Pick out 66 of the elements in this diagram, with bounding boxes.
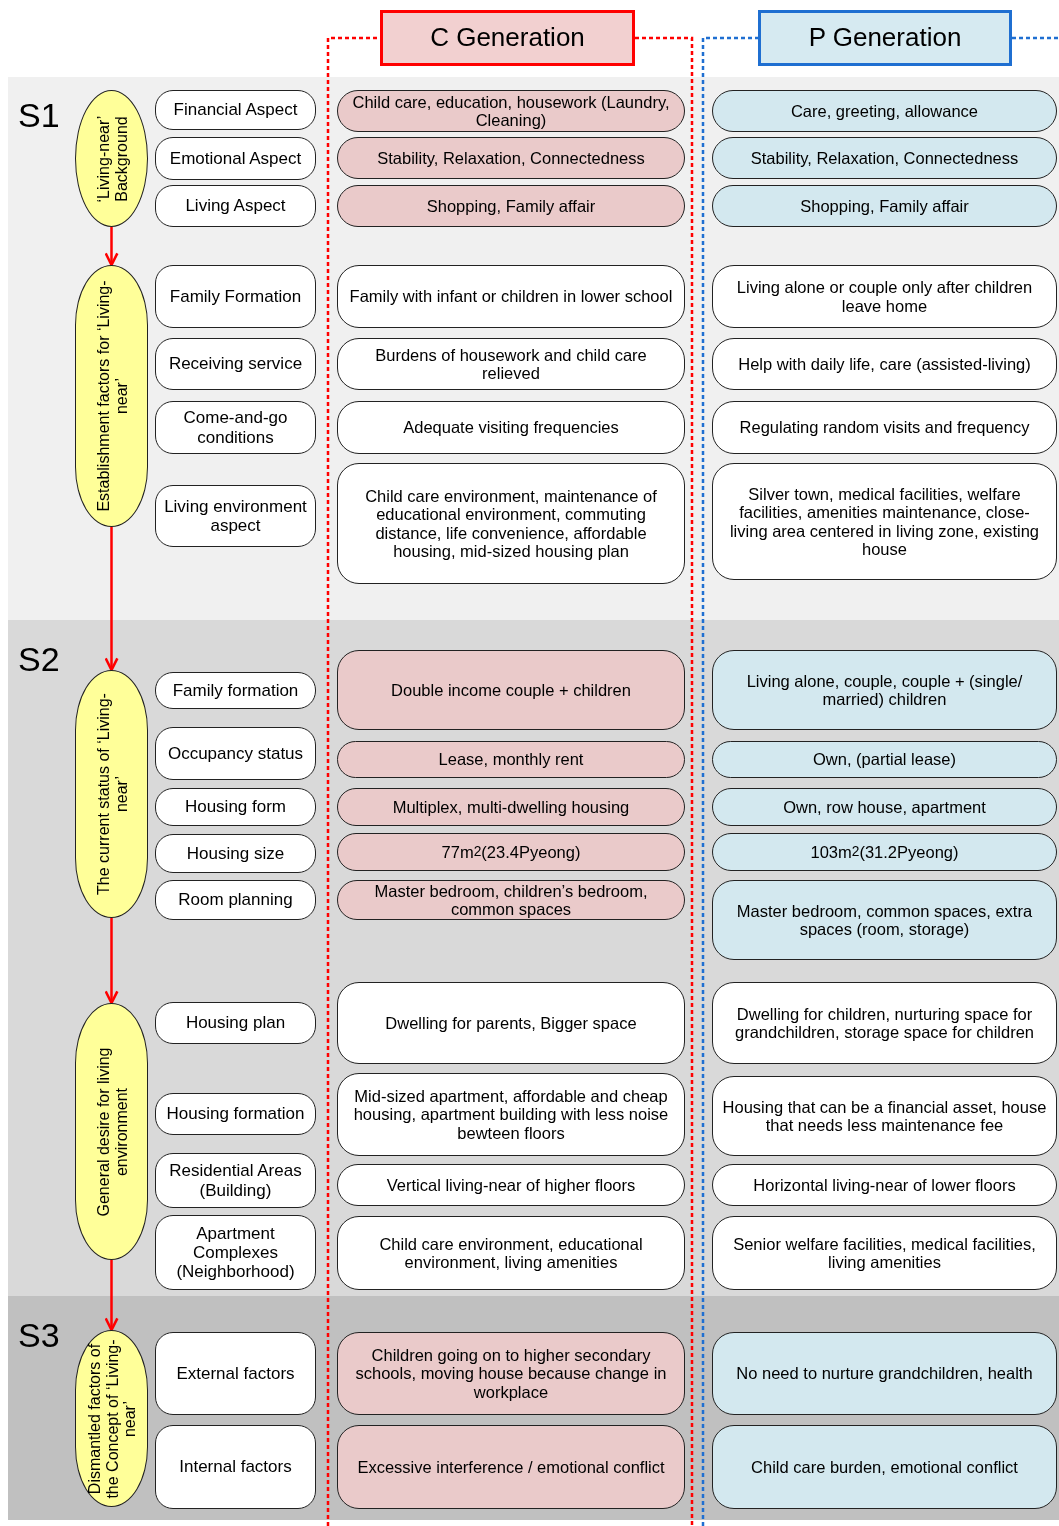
finding-pill: Burdens of housework and child care relieved [337,338,685,390]
stage-label: General desire for living environment [92,1046,130,1218]
finding-pill: Senior welfare facilities, medical facilities, living amenities [712,1216,1057,1290]
aspect-pill: External factors [155,1332,316,1415]
finding-pill: Lease, monthly rent [337,741,685,778]
finding-pill: Excessive interference / emotional conflict [337,1425,685,1509]
finding-pill: Silver town, medical facilities, welfare facilities, amenities maintenance, close-living area centered in living zone, existing house [712,463,1057,580]
stage-label: The current status of ‘Living-near’ [92,692,130,897]
stage-label: Dismantled factors of the Concept of ‘Living-near’ [84,1337,139,1500]
aspect-pill: Receiving service [155,338,316,390]
finding-pill: Living alone, couple, couple + (single/ married) children [712,650,1057,730]
arrow [104,527,119,672]
section-label: S2 [18,642,60,676]
column-header: P Generation [758,10,1012,66]
finding-pill: Dwelling for children, nurturing space for grandchildren, storage space for children [712,982,1057,1064]
finding-pill: Shopping, Family affair [712,185,1057,227]
finding-pill: Care, greeting, allowance [712,90,1057,132]
aspect-pill: Housing plan [155,1002,316,1044]
aspect-pill: Financial Aspect [155,90,316,130]
section-label: S3 [18,1318,60,1352]
finding-pill: Dwelling for parents, Bigger space [337,982,685,1064]
finding-pill: Adequate visiting frequencies [337,401,685,454]
finding-pill: No need to nurture grandchildren, health [712,1332,1057,1415]
finding-pill: Child care burden, emotional conflict [712,1425,1057,1509]
finding-pill: Stability, Relaxation, Connectedness [712,137,1057,179]
finding-pill: Horizontal living-near of lower floors [712,1164,1057,1206]
aspect-pill: Housing size [155,834,316,873]
aspect-pill: Living Aspect [155,185,316,227]
aspect-pill: Family Formation [155,265,316,328]
aspect-pill: Room planning [155,880,316,920]
finding-pill: Own, (partial lease) [712,741,1057,778]
aspect-pill: Apartment Complexes (Neighborhood) [155,1215,316,1290]
aspect-pill: Residential Areas (Building) [155,1153,316,1208]
finding-pill: Stability, Relaxation, Connectedness [337,137,685,179]
finding-pill: Regulating random visits and frequency [712,401,1057,454]
finding-pill: Shopping, Family affair [337,185,685,227]
aspect-pill: Housing form [155,788,316,826]
section-label: S1 [18,98,60,132]
column-header: C Generation [380,10,635,66]
finding-pill: Child care environment, educational environment, living amenities [337,1216,685,1290]
arrow [104,918,119,1005]
finding-pill: Housing that can be a financial asset, house that needs less maintenance fee [712,1076,1057,1156]
aspect-pill: Family formation [155,672,316,709]
finding-pill: Vertical living-near of higher floors [337,1164,685,1206]
finding-pill: Double income couple + children [337,650,685,730]
finding-pill: Living alone or couple only after children leave home [712,265,1057,328]
finding-pill: Children going on to higher secondary schools, moving house because change in workplace [337,1332,685,1415]
aspect-pill: Occupancy status [155,727,316,780]
aspect-pill: Emotional Aspect [155,137,316,180]
arrow [104,227,119,267]
finding-pill: Help with daily life, care (assisted-living) [712,338,1057,390]
stage-label: ‘Living-near’ Background [92,114,131,204]
finding-pill: Own, row house, apartment [712,788,1057,826]
aspect-pill: Living environment aspect [155,485,316,547]
stage-label: Establishment factors for ‘Living-near’ [92,279,130,514]
finding-pill: Family with infant or children in lower school [337,265,685,328]
aspect-pill: Come-and-go conditions [155,401,316,454]
finding-pill: Mid-sized apartment, affordable and cheap housing, apartment building with less noise bewteen floors [337,1073,685,1156]
aspect-pill: Internal factors [155,1425,316,1509]
finding-pill: Master bedroom, common spaces, extra spaces (room, storage) [712,880,1057,960]
aspect-pill: Housing formation [155,1093,316,1135]
finding-pill: Child care, education, housework (Laundry, Cleaning) [337,90,685,132]
finding-pill: Master bedroom, children’s bedroom, common spaces [337,880,685,920]
finding-pill: Child care environment, maintenance of educational environment, commuting distance, life convenience, affordable housing, mid-sized housing plan [337,463,685,584]
finding-pill: Multiplex, multi-dwelling housing [337,788,685,826]
arrow [104,1260,119,1332]
